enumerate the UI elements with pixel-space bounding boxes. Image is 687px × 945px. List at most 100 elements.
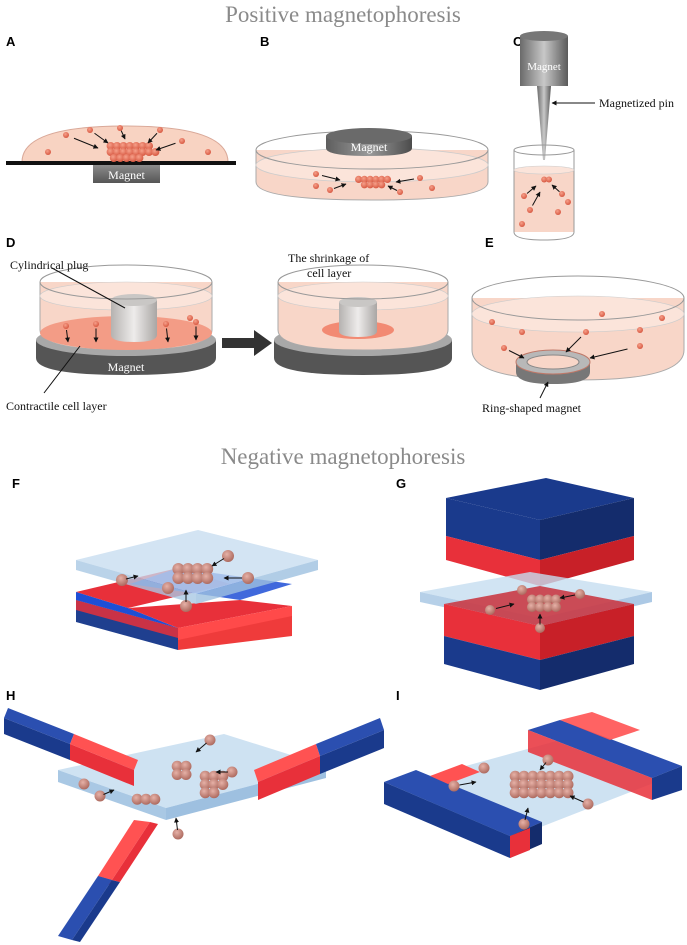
panel-c-magnet: [520, 36, 568, 86]
cell: [140, 793, 152, 805]
panel-g-free-cells: [485, 585, 585, 633]
cell: [180, 769, 192, 780]
cell: [518, 779, 530, 790]
cell: [518, 787, 530, 799]
panel-h: H: [4, 688, 384, 942]
cell: [199, 779, 211, 790]
migration-arrow: [569, 795, 584, 803]
cell: [366, 175, 374, 183]
cell: [145, 142, 153, 150]
panel-h-magnet-right: [254, 718, 384, 800]
cell: [565, 199, 571, 205]
cell: [171, 769, 183, 780]
panel-d-right-plug-top: [339, 297, 377, 307]
cell: [132, 142, 141, 150]
panel-f: F: [12, 476, 318, 650]
cell: [551, 594, 561, 605]
migration-arrow: [155, 142, 176, 151]
panel-g-top-magnet: [446, 478, 634, 586]
migration-arrow: [589, 348, 628, 360]
cell: [637, 327, 643, 333]
cell: [542, 754, 554, 766]
panel-d-right-plug: [339, 302, 377, 337]
panel-a-surface: [6, 161, 236, 165]
panel-b: B Magnet: [255, 34, 489, 201]
cell: [125, 148, 134, 156]
migration-arrow: [559, 594, 576, 600]
panel-a-free-cells: [45, 125, 211, 155]
cell: [535, 594, 545, 605]
cell: [417, 175, 423, 181]
panel-a-cell-cluster: [106, 142, 160, 162]
cell: [659, 315, 665, 321]
cell: [93, 321, 99, 327]
panel-d-left-plug-top: [111, 294, 157, 306]
panel-g-cell-cluster: [527, 594, 561, 612]
panel-a-letter: A: [6, 34, 16, 49]
cell: [119, 148, 128, 156]
cell: [222, 550, 234, 562]
cell: [63, 132, 69, 138]
cell: [521, 193, 527, 199]
panel-c-medium-top: [513, 165, 575, 175]
migration-arrow: [103, 789, 115, 795]
cell: [527, 770, 539, 782]
cell: [226, 766, 238, 778]
cell: [536, 787, 548, 799]
cell: [109, 154, 118, 162]
cell: [553, 779, 565, 790]
cell: [536, 779, 548, 790]
cell: [527, 602, 537, 612]
cell: [527, 787, 539, 799]
cell: [131, 793, 143, 805]
panel-i: I: [384, 688, 682, 858]
cell: [116, 154, 125, 162]
panel-i-cell-cluster: [509, 770, 574, 799]
cell: [489, 319, 495, 325]
panel-b-magnet-label: Magnet: [351, 140, 388, 154]
cell: [562, 770, 574, 782]
cell: [87, 127, 93, 133]
cell: [360, 181, 368, 189]
cell: [199, 770, 211, 782]
panel-c-magnet-top: [520, 31, 568, 41]
cell: [518, 818, 530, 830]
cell: [187, 315, 193, 321]
cell: [172, 828, 184, 840]
cell: [541, 176, 548, 183]
migration-arrow: [565, 336, 582, 353]
cell: [106, 142, 115, 150]
cell: [132, 148, 141, 156]
panel-h-letter: H: [6, 688, 15, 703]
panel-c-pin: [537, 86, 551, 160]
cell: [63, 323, 69, 329]
cell: [378, 181, 386, 189]
cell: [519, 221, 525, 227]
cell: [171, 760, 183, 772]
migration-arrow: [551, 184, 560, 193]
migration-arrow: [147, 132, 158, 144]
cell: [113, 142, 121, 150]
cell: [517, 585, 527, 595]
cell: [562, 779, 574, 790]
cell: [397, 189, 403, 195]
cell: [163, 321, 169, 327]
cell: [583, 329, 589, 335]
panel-d-magnet-label: Magnet: [108, 360, 145, 374]
migration-arrow: [532, 191, 541, 206]
panel-d-right-dish-rim: [277, 264, 449, 300]
cell: [208, 787, 220, 799]
cell: [313, 171, 319, 177]
panel-c-tube: [513, 150, 575, 241]
panel-i-letter: I: [396, 688, 400, 703]
panel-e-ring-pointer: [539, 381, 549, 399]
panel-f-glass-side-r: [196, 560, 318, 604]
cell: [162, 582, 174, 594]
cell: [138, 142, 147, 150]
migration-arrow: [526, 185, 537, 194]
cell: [45, 149, 51, 155]
cell: [448, 780, 460, 792]
cell: [551, 602, 561, 612]
cell: [129, 154, 137, 162]
cell: [383, 175, 392, 183]
